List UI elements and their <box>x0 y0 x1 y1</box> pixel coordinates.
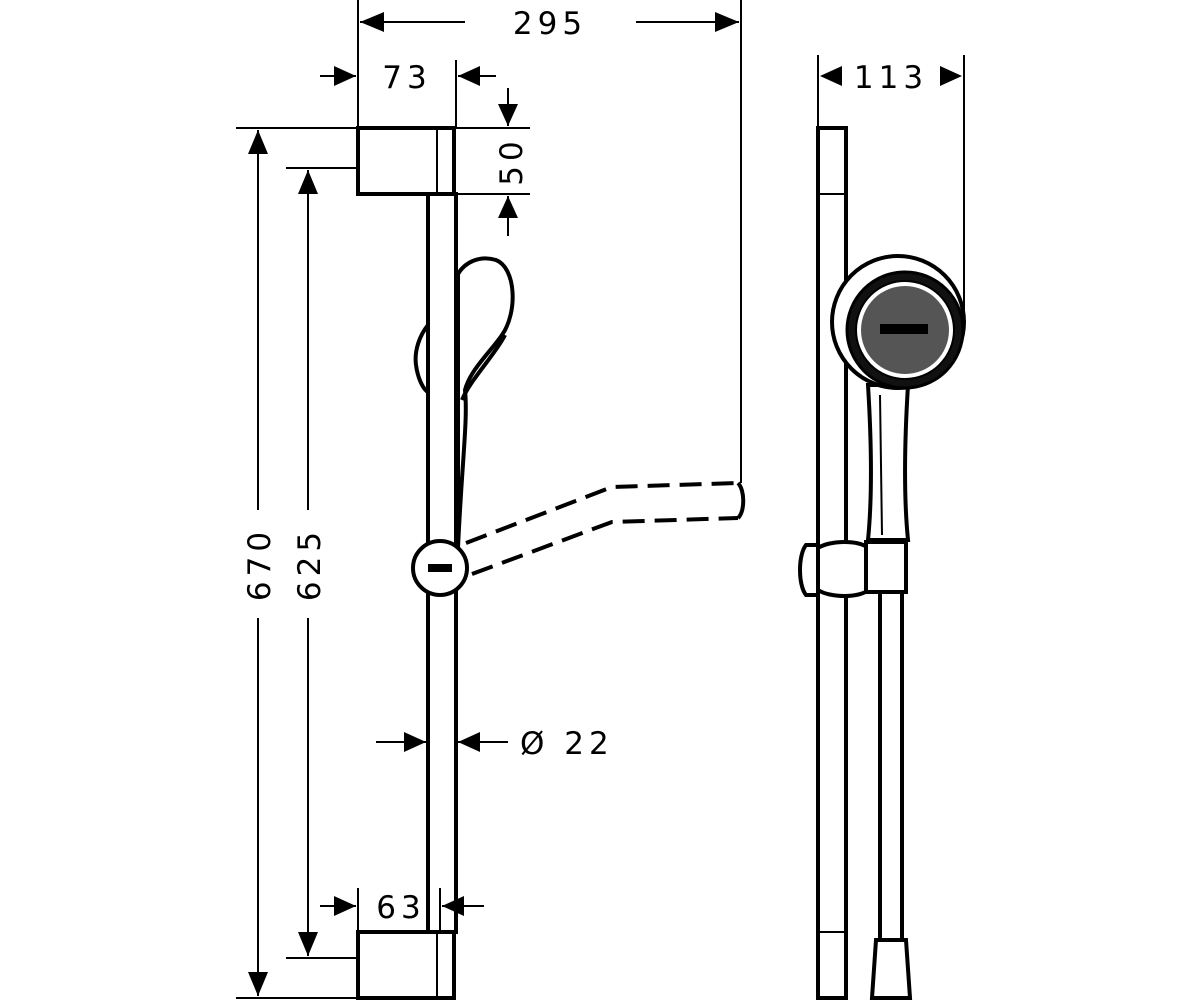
dim-bracket-height: 50 <box>494 136 530 185</box>
dim-overall-width: 295 <box>513 6 587 42</box>
dim-bracket-width: 73 <box>382 60 431 96</box>
dim-side-depth: 113 <box>854 60 928 96</box>
hand-shower-front <box>413 256 515 549</box>
side-view <box>798 126 966 1000</box>
shower-hose <box>878 588 904 942</box>
side-shower-holder <box>798 540 908 598</box>
dimension-lines: 295 73 50 113 670 <box>236 0 965 999</box>
dim-bar-diameter: Ø 22 <box>520 726 614 762</box>
dim-bar-length: 625 <box>292 527 328 601</box>
dim-bottom-bracket-width: 63 <box>376 890 425 926</box>
hand-shower-tilt-outline <box>465 481 746 576</box>
front-view <box>356 126 746 1000</box>
bottom-wall-bracket <box>356 930 456 1000</box>
slider-knob <box>411 539 469 597</box>
top-wall-bracket <box>356 126 456 196</box>
dim-overall-height: 670 <box>242 527 278 601</box>
side-hand-shower-handle <box>865 383 911 542</box>
side-shower-head <box>830 254 966 390</box>
